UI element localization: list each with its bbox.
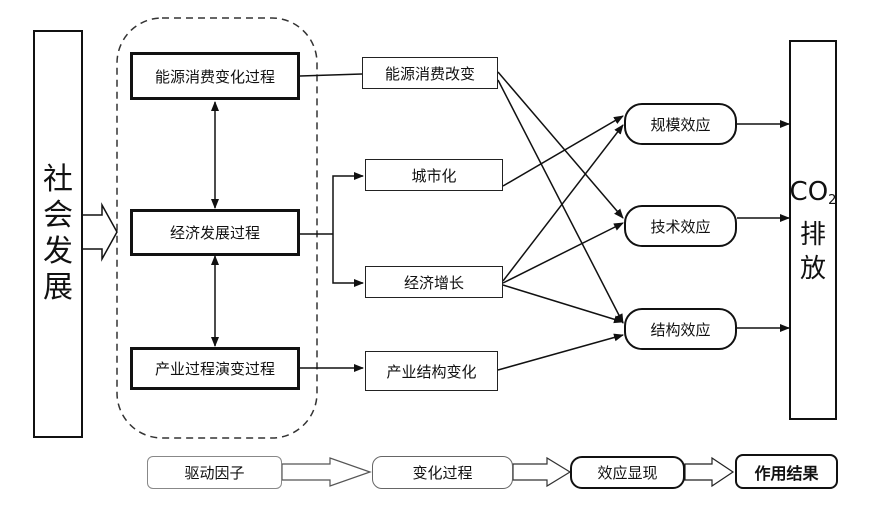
energy-process-box: 能源消费变化过程 [130, 52, 300, 100]
social-to-drivers-arrow [83, 202, 118, 262]
co2-emission-box: CO2 排 放 [789, 40, 837, 420]
social-development-box: 社 会 发 展 [33, 30, 83, 438]
energy-to-structure-arrow [497, 79, 624, 324]
scale-effect-box: 规模效应 [624, 103, 737, 145]
industry-structure-label: 产业结构变化 [386, 362, 477, 381]
legend-arrow-2 [512, 456, 572, 488]
growth-to-tech-arrow [502, 222, 624, 284]
energy-change-box: 能源消费改变 [362, 57, 498, 89]
social-char-1: 社 [43, 162, 73, 197]
economic-growth-label: 经济增长 [403, 273, 464, 292]
scale-effect-label: 规模效应 [650, 115, 711, 134]
co2-char-2: 放 [799, 253, 826, 284]
co2-char-1: 排 [799, 219, 826, 250]
legend-effect: 效应显现 [570, 456, 685, 489]
industry-structure-box: 产业结构变化 [365, 351, 498, 391]
energy-to-change-line [299, 73, 363, 77]
social-char-2: 会 [43, 198, 73, 233]
energy-to-tech-arrow [497, 71, 624, 219]
urbanization-label: 城市化 [411, 166, 457, 185]
energy-process-label: 能源消费变化过程 [154, 67, 275, 86]
economic-process-label: 经济发展过程 [169, 224, 260, 242]
legend-change-label: 变化过程 [412, 464, 473, 482]
structure-effect-label: 结构效应 [650, 320, 711, 339]
growth-to-structure-arrow [502, 284, 624, 324]
social-char-3: 发 [43, 234, 73, 269]
energy-change-label: 能源消费改变 [384, 64, 475, 83]
growth-to-scale-arrow [502, 124, 624, 282]
legend-result-label: 作用结果 [754, 463, 819, 483]
economic-growth-box: 经济增长 [365, 266, 503, 298]
structure-change-to-effect-arrow [497, 333, 624, 371]
economic-process-box: 经济发展过程 [130, 209, 300, 256]
legend-driver-label: 驱动因子 [184, 464, 245, 482]
co2-label: CO2 [789, 176, 837, 208]
industry-process-box: 产业过程演变过程 [130, 347, 300, 390]
legend-change: 变化过程 [372, 456, 513, 489]
structure-effect-box: 结构效应 [624, 308, 737, 350]
technology-effect-box: 技术效应 [624, 205, 737, 247]
urban-to-scale-arrow [502, 115, 624, 187]
industry-process-label: 产业过程演变过程 [154, 360, 275, 378]
legend-result: 作用结果 [735, 454, 838, 489]
technology-effect-label: 技术效应 [650, 217, 711, 236]
legend-driver: 驱动因子 [147, 456, 282, 489]
urbanization-box: 城市化 [365, 159, 503, 191]
social-char-4: 展 [43, 270, 73, 305]
economic-to-urban-arrow [332, 172, 364, 234]
driver-group-outline [116, 17, 318, 439]
economic-to-growth-arrow [332, 234, 364, 287]
legend-arrow-1 [281, 457, 372, 487]
legend-arrow-3 [684, 456, 735, 488]
legend-effect-label: 效应显现 [597, 464, 658, 482]
